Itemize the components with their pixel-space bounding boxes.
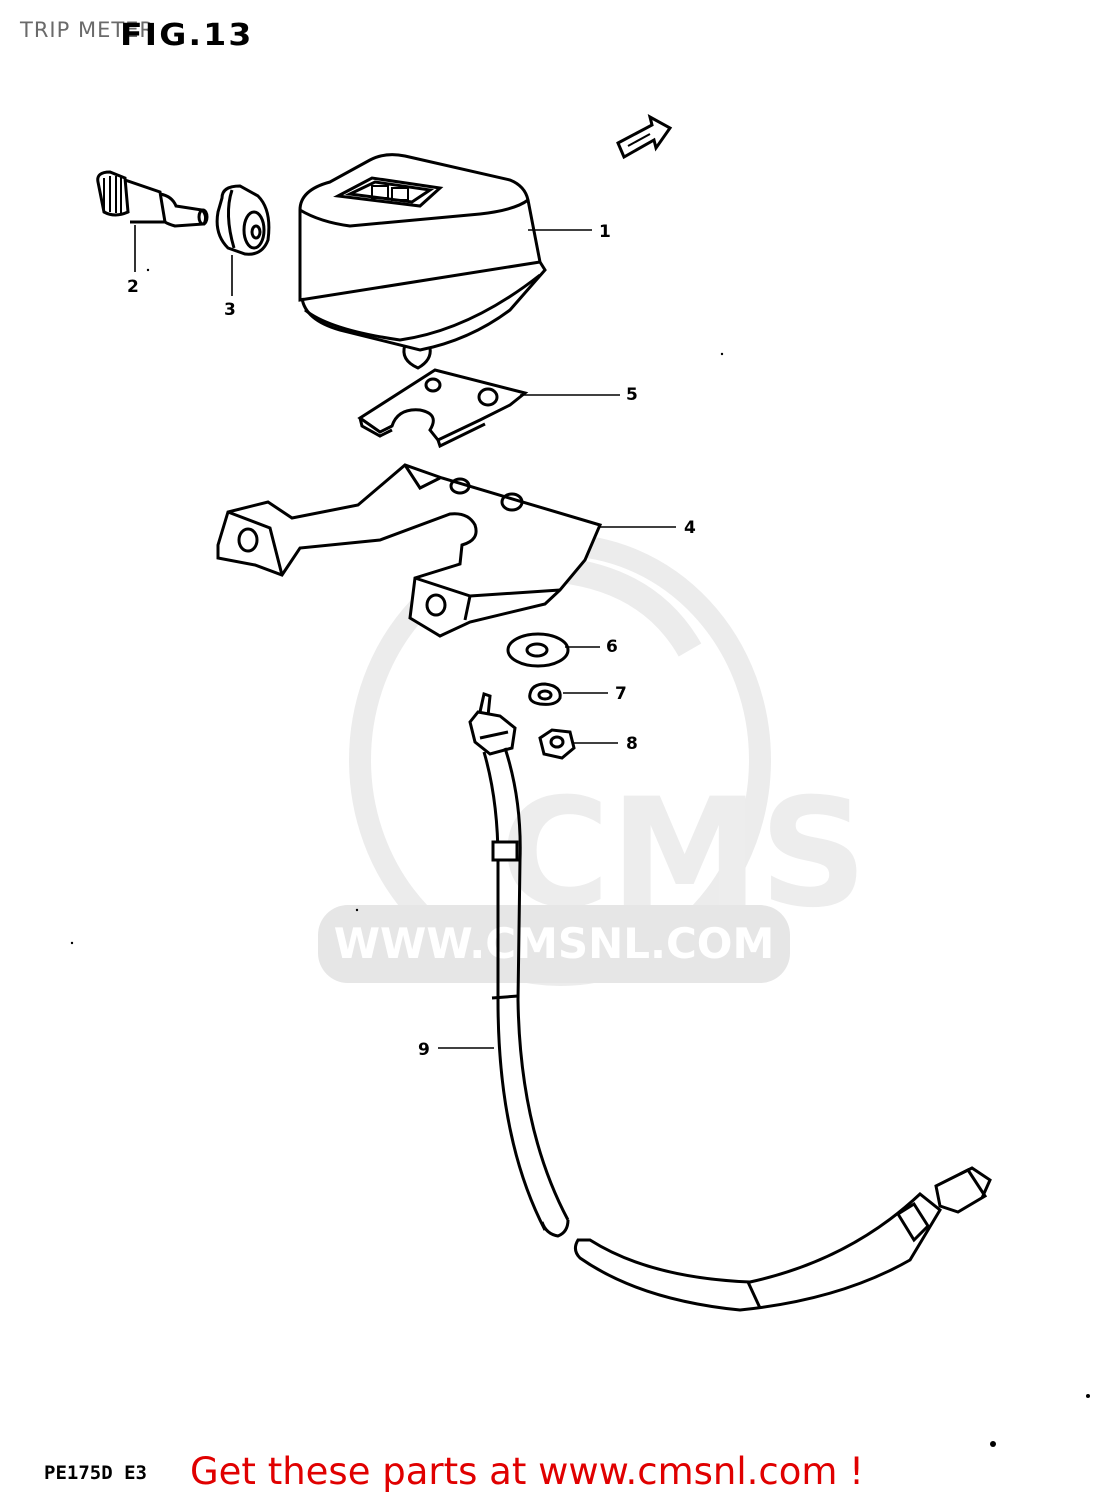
callout-labels: 1 2 3 4 5 6 7 8 9 (127, 222, 696, 1060)
part-4-bracket (216, 463, 603, 638)
fwd-arrow-icon (616, 114, 673, 160)
part-3-grommet (215, 184, 271, 256)
callout-4: 4 (684, 518, 696, 538)
callout-1: 1 (599, 222, 611, 242)
callout-8: 8 (626, 734, 638, 754)
callout-7: 7 (615, 684, 627, 704)
part-9-cable (468, 692, 992, 1312)
part-8-nut (538, 728, 576, 760)
leader-lines (134, 225, 676, 1049)
cms-watermark: CMS WWW.CMSNL.COM (318, 534, 867, 986)
callout-3: 3 (224, 300, 236, 320)
watermark-url-banner (318, 905, 790, 983)
print-specks (70, 268, 1090, 1447)
part-5-plate (357, 368, 529, 449)
callout-9: 9 (418, 1040, 430, 1060)
part-1-trip-meter (298, 153, 547, 370)
promo-link[interactable]: Get these parts at www.cmsnl.com ! (190, 1450, 865, 1493)
section-title: TRIP METER (20, 18, 156, 42)
part-7-lock-washer (528, 682, 562, 706)
part-6-washer (506, 632, 570, 668)
callout-6: 6 (606, 637, 618, 657)
part-2-connector (96, 170, 209, 228)
callout-2: 2 (127, 277, 139, 297)
watermark-url: WWW.CMSNL.COM (334, 919, 775, 968)
figure-label: FIG.13 (120, 18, 254, 53)
model-code: PE175D E3 (44, 1462, 147, 1484)
callout-5: 5 (626, 385, 638, 405)
